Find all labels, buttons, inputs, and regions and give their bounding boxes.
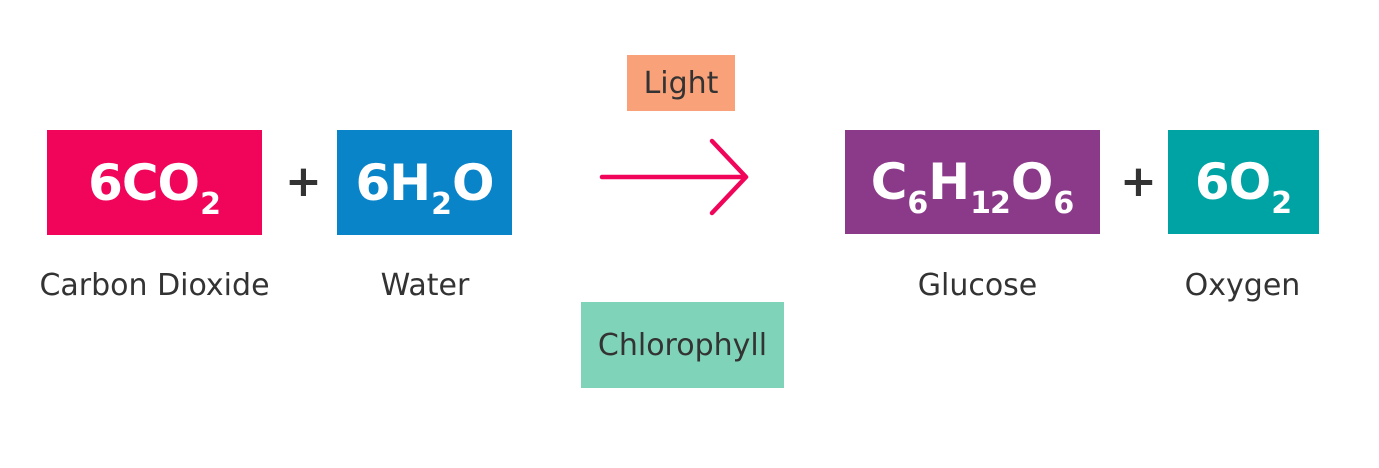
plus-sign-reactants: + xyxy=(285,156,322,207)
formula-subscript: 2 xyxy=(431,186,452,222)
formula-subscript: 6 xyxy=(907,186,928,221)
formula-element: C xyxy=(870,153,908,211)
co2-formula: 6CO2 xyxy=(88,153,221,220)
o2-formula: 6O2 xyxy=(1194,153,1292,219)
formula-subscript: 12 xyxy=(970,186,1011,221)
formula-subscript: 2 xyxy=(1271,186,1292,221)
formula-element: O xyxy=(1228,153,1272,211)
plus-sign-products: + xyxy=(1120,156,1157,207)
formula-element: CO xyxy=(121,153,200,212)
formula-element: O xyxy=(1010,153,1054,211)
formula-element: O xyxy=(452,153,495,212)
glucose-formula-box: C6H12O6 xyxy=(845,130,1100,234)
formula-element: H xyxy=(928,153,970,211)
light-condition: Light xyxy=(627,55,735,111)
chlorophyll-condition: Chlorophyll xyxy=(581,302,784,388)
formula-element: H xyxy=(389,153,431,212)
formula-coefficient: 6 xyxy=(355,153,390,212)
h2o-formula: 6H2O xyxy=(355,153,495,220)
formula-subscript: 6 xyxy=(1053,186,1074,221)
formula-coefficient: 6 xyxy=(88,153,123,212)
h2o-formula-box: 6H2O xyxy=(337,130,512,235)
formula-subscript: 2 xyxy=(200,186,221,222)
reaction-arrow xyxy=(599,138,749,216)
label-water: Water xyxy=(380,268,470,303)
glucose-formula: C6H12O6 xyxy=(870,153,1075,219)
label-carbon-dioxide: Carbon Dioxide xyxy=(39,268,270,303)
co2-formula-box: 6CO2 xyxy=(47,130,262,235)
o2-formula-box: 6O2 xyxy=(1168,130,1319,234)
label-oxygen: Oxygen xyxy=(1184,268,1301,303)
label-glucose: Glucose xyxy=(917,268,1038,303)
formula-coefficient: 6 xyxy=(1194,153,1230,211)
